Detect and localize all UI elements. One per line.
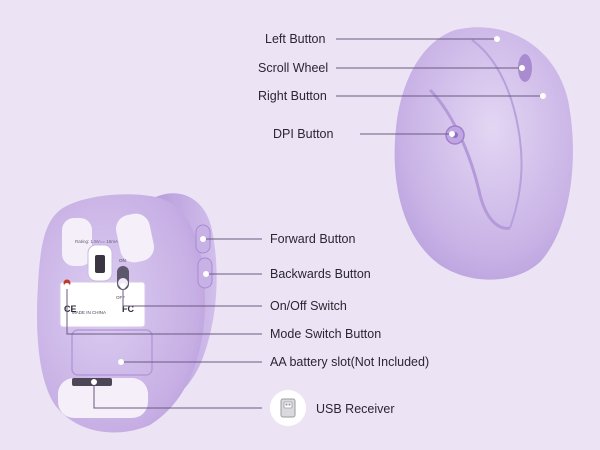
mouse-top-button-seam <box>471 39 523 229</box>
callout-backwards-button-dot <box>203 271 209 277</box>
spec-sticker <box>59 281 146 328</box>
mouse-top-view <box>394 27 573 280</box>
mouse-top-body <box>394 27 573 280</box>
glide-pad-top-left <box>62 218 92 266</box>
callout-left-button-dot <box>494 36 500 42</box>
callout-battery-slot-dot <box>118 359 124 365</box>
sticker-off-text: OFF <box>116 295 125 300</box>
callout-on-off-switch-dot <box>120 283 126 289</box>
callout-dpi-button-dot <box>449 131 455 137</box>
label-forward-button: Forward Button <box>270 232 356 246</box>
label-scroll-wheel: Scroll Wheel <box>258 61 329 75</box>
callout-scroll-wheel-dot <box>519 65 525 71</box>
label-right-button: Right Button <box>258 89 327 103</box>
mouse-bottom-view <box>36 193 217 433</box>
callout-usb-receiver-dot <box>91 379 97 385</box>
battery-cover <box>71 329 153 376</box>
callout-right-button-dot <box>540 93 546 99</box>
ce-mark: CE <box>64 304 77 314</box>
sticker-made-in-text: MADE IN CHINA <box>72 310 106 315</box>
callouts-bottom <box>64 236 262 409</box>
sticker-on-text: ON <box>119 258 126 263</box>
callout-on-off-switch <box>122 286 262 307</box>
label-dpi-button: DPI Button <box>273 127 334 141</box>
callout-forward-button-dot <box>200 236 206 242</box>
label-mode-switch-button: Mode Switch Button <box>270 327 382 341</box>
fc-mark: FC <box>122 304 134 314</box>
callouts-top <box>336 36 546 137</box>
callout-mode-switch-dot <box>64 283 70 289</box>
label-aa-battery-slot: AA battery slot(Not Included) <box>270 355 430 369</box>
label-backwards-button: Backwards Button <box>270 267 371 281</box>
mouse-top-thumb-groove <box>428 88 511 230</box>
callout-usb-receiver <box>93 382 262 409</box>
label-usb-receiver: USB Receiver <box>316 402 395 416</box>
usb-receiver-icon <box>280 398 296 418</box>
usb-receiver-badge <box>270 390 306 426</box>
label-on-off-switch: On/Off Switch <box>270 299 347 313</box>
sensor-lens <box>95 255 105 273</box>
glide-pad-top-right <box>115 213 155 263</box>
callout-mode-switch <box>66 286 262 335</box>
label-left-button: Left Button <box>265 32 326 46</box>
sticker-rating-text: Rating: 1.5V== 15mA <box>75 239 118 244</box>
